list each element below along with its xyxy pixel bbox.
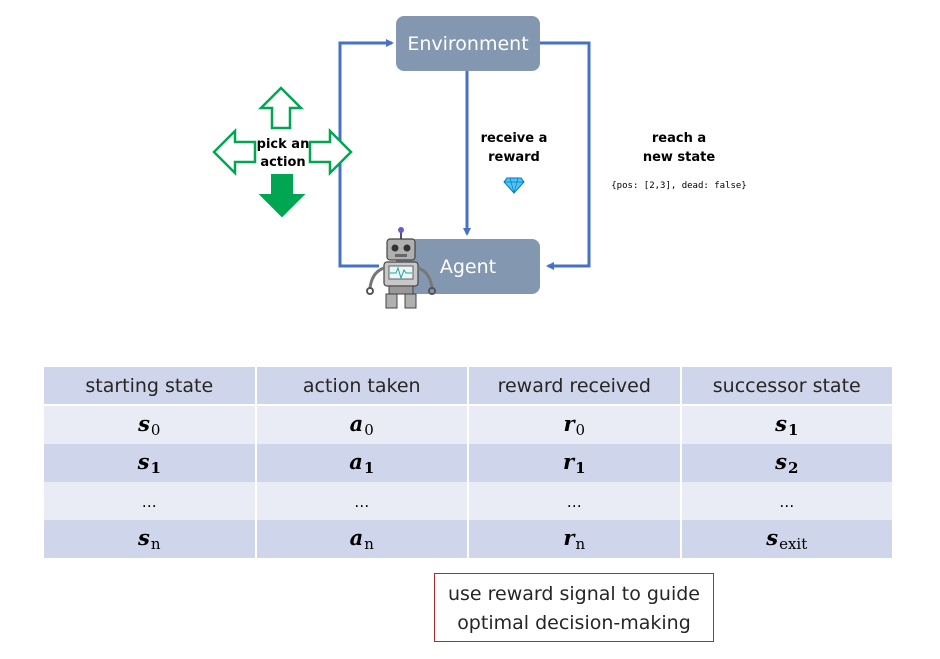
header-starting-state: starting state [42, 367, 257, 406]
arrow-left-outline-icon [212, 127, 257, 177]
receive-reward-label-line2: reward [488, 150, 540, 165]
pick-action-label-line2: action [260, 155, 305, 170]
math-subscript: 0 [364, 421, 374, 439]
table-cell: a0 [254, 405, 469, 444]
math-symbol: s [766, 525, 779, 550]
reach-state-label-line1: reach a [652, 131, 706, 146]
note-line-1: use reward signal to guide [447, 583, 700, 605]
math-symbol: s [137, 449, 150, 474]
reach-state-label-line2: new state [643, 150, 716, 165]
experience-table: starting state action taken reward recei… [42, 367, 894, 558]
table-cell: an [254, 520, 469, 558]
math-subscript: 0 [575, 421, 586, 439]
table-cell: r1 [467, 444, 682, 482]
math-symbol: s [138, 525, 150, 550]
agent-label: Agent [440, 256, 496, 278]
math-subscript: 1 [150, 459, 161, 477]
table-cell: s0 [42, 405, 257, 444]
diamond-icon [503, 177, 525, 195]
arrow-up-outline-icon [257, 86, 305, 130]
pick-action-label-line1: pick an [257, 137, 310, 152]
math-subscript: exit [779, 535, 808, 553]
math-symbol: r [563, 525, 575, 550]
arrow-down-filled-icon [258, 174, 306, 218]
math-subscript: n [150, 535, 161, 553]
table-cell: s1 [42, 444, 257, 482]
ellipsis-text: … [354, 493, 370, 511]
arrow-right-outline-icon [308, 127, 353, 177]
math-subscript: 1 [787, 421, 799, 439]
new-state-arrow [540, 41, 591, 270]
note-line-2: optimal decision-making [457, 612, 691, 634]
math-subscript: n [575, 535, 586, 553]
math-subscript: 1 [575, 459, 586, 477]
math-symbol: a [349, 525, 364, 550]
table-row: … … … … [42, 482, 894, 520]
header-reward-received: reward received [467, 367, 682, 406]
table-cell: r0 [467, 405, 682, 444]
math-symbol: s [775, 411, 787, 436]
math-subscript: 2 [787, 459, 799, 477]
header-action-taken: action taken [254, 367, 469, 406]
math-symbol: a [349, 449, 363, 474]
environment-box: Environment [396, 16, 540, 71]
math-subscript: 0 [150, 421, 161, 439]
table-cell: s1 [679, 405, 894, 444]
agent-box: Agent [396, 239, 540, 294]
ellipsis-text: … [779, 493, 795, 511]
receive-reward-label-line1: receive a [481, 131, 548, 146]
math-subscript: n [364, 535, 374, 553]
table-cell: a1 [254, 444, 469, 482]
environment-label: Environment [407, 33, 528, 55]
table-cell: … [679, 482, 894, 520]
ellipsis-text: … [566, 493, 582, 511]
table-cell: … [42, 482, 257, 520]
table-cell: … [467, 482, 682, 520]
math-subscript: 1 [363, 459, 375, 477]
table-cell: rn [467, 520, 682, 558]
robot-icon [366, 227, 436, 309]
table-cell: sn [42, 520, 257, 558]
ellipsis-text: … [141, 493, 157, 511]
state-example: {pos: [2,3], dead: false} [611, 181, 746, 191]
table-cell: … [254, 482, 469, 520]
rl-loop-diagram: Environment Agent pick an action [212, 16, 747, 309]
reward-signal-note: use reward signal to guide optimal decis… [434, 573, 714, 642]
table-header-row: starting state action taken reward recei… [42, 367, 894, 406]
header-successor-state: successor state [679, 367, 894, 406]
math-symbol: s [138, 411, 150, 436]
table-cell: s2 [679, 444, 894, 482]
math-symbol: r [563, 411, 575, 436]
table-cell: sexit [679, 520, 894, 558]
math-symbol: s [775, 449, 787, 474]
math-symbol: a [349, 411, 364, 436]
math-symbol: r [562, 449, 575, 474]
